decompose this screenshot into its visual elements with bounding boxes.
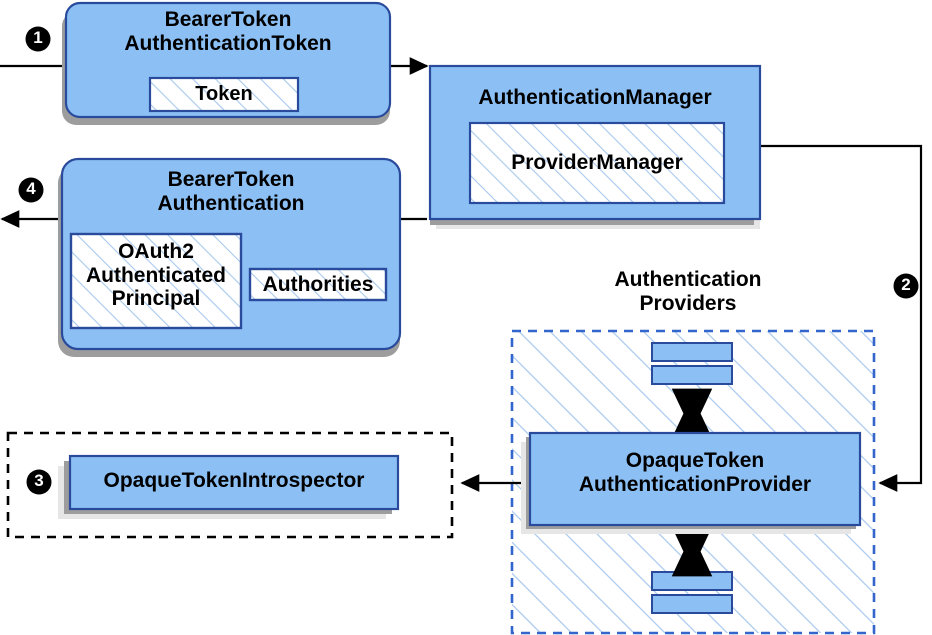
node-opaque-token-introspector[interactable] xyxy=(58,454,400,519)
node-provider-manager xyxy=(468,121,726,205)
node-authentication-manager[interactable] xyxy=(428,64,762,229)
node-token xyxy=(148,76,300,113)
node-oauth2-authenticated-principal xyxy=(69,232,243,330)
step-marker-3 xyxy=(26,469,52,495)
provider-stack-top xyxy=(651,342,733,385)
step-marker-4 xyxy=(18,177,44,203)
node-bearer-token-authentication-token[interactable] xyxy=(62,1,392,125)
introspector-dashed-group xyxy=(6,431,454,539)
step-marker-1 xyxy=(25,26,51,52)
edge-authentication-manager-to-provider xyxy=(760,144,923,492)
node-opaque-token-authentication-provider[interactable] xyxy=(521,431,862,534)
connector-lines xyxy=(0,57,923,492)
node-bearer-token-authentication[interactable] xyxy=(58,157,402,357)
node-authorities xyxy=(248,267,388,302)
provider-stack-bottom xyxy=(651,571,733,614)
step-marker-2 xyxy=(893,273,919,299)
